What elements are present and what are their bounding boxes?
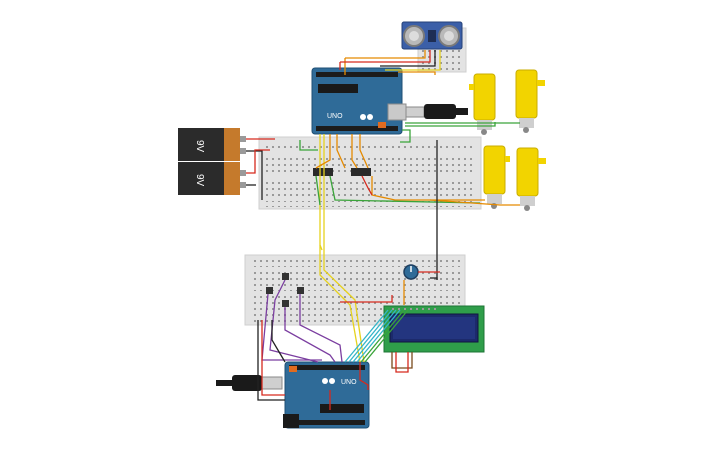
pushbutton-2-icon[interactable] [266,287,273,294]
ultrasonic-sensor-icon[interactable] [401,21,463,50]
battery-9v-top[interactable]: 9V [178,128,246,161]
wires-bottom [257,245,440,410]
arduino-top-label: UNO [327,113,343,120]
arduino-uno-top[interactable]: UNO [311,67,407,135]
arduino-uno-bottom[interactable]: UNO [283,361,370,429]
motor-driver-icon[interactable] [313,168,371,176]
pushbutton-4-icon[interactable] [282,300,289,307]
potentiometer-icon[interactable] [403,264,419,280]
wires-top [246,50,520,280]
pushbuttons[interactable] [266,273,304,307]
battery-bottom-label: 9V [194,174,205,187]
pushbutton-3-icon[interactable] [297,287,304,294]
breadboard-top[interactable] [258,136,482,210]
arduino-bottom-label: UNO [341,379,357,386]
motor-4[interactable] [516,147,546,211]
motor-2[interactable] [515,69,545,133]
usb-plug-bottom-icon [216,375,283,391]
battery-top-label: 9V [194,140,205,153]
battery-9v-bottom[interactable]: 9V [178,162,246,195]
usb-plug-top-icon [405,104,468,119]
motor-1[interactable] [469,73,496,135]
motor-3[interactable] [483,145,510,209]
lcd-16x2-icon[interactable] [383,305,485,353]
pushbutton-1-icon[interactable] [282,273,289,280]
